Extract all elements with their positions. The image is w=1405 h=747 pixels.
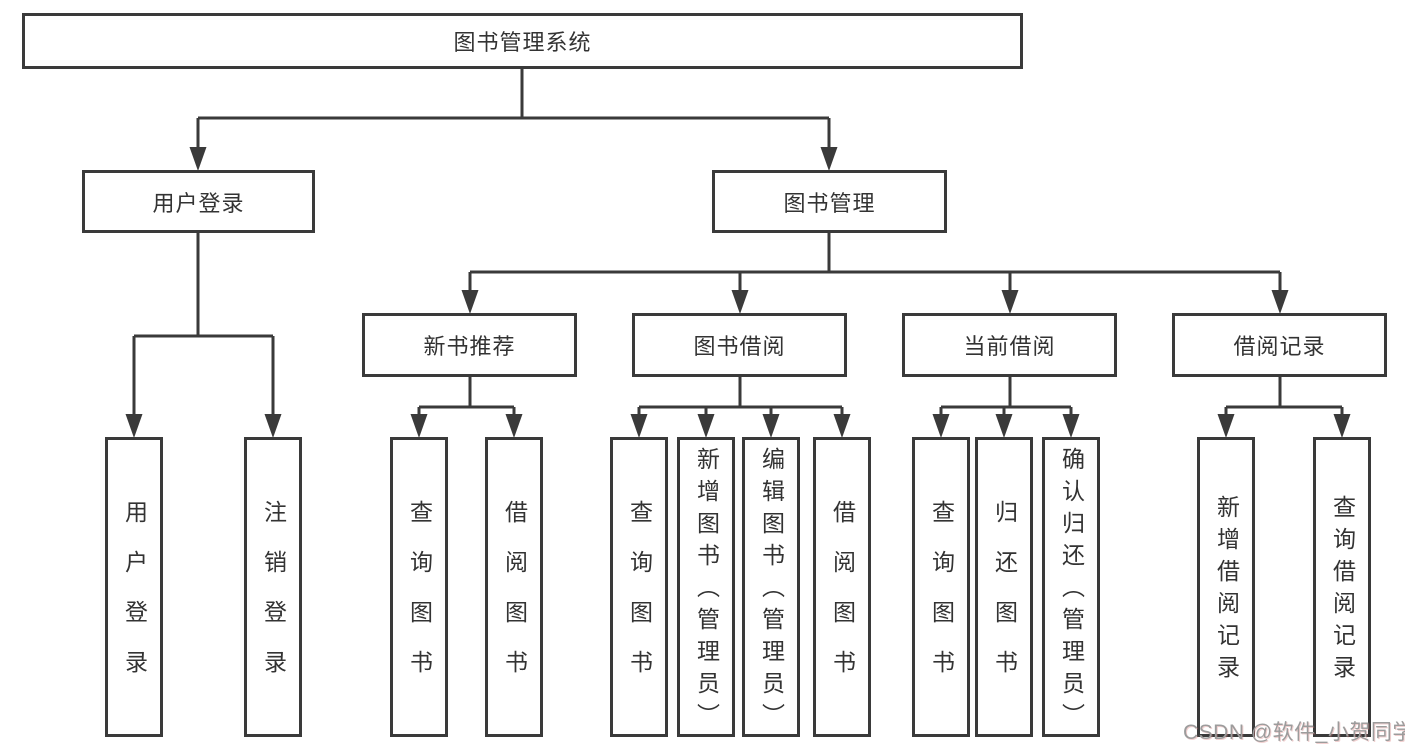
node-search-books-recommend: 查询图书 <box>390 437 448 737</box>
node-edit-books-admin-label: 编辑图书（管理员） <box>758 447 785 735</box>
node-borrow-records: 借阅记录 <box>1172 313 1387 377</box>
node-return-books-label: 归还图书 <box>991 500 1018 700</box>
connector-borrow-records <box>1224 377 1344 416</box>
node-search-books-borrow: 查询图书 <box>610 437 668 737</box>
connector-root <box>196 69 831 150</box>
node-logout-action: 注销登录 <box>244 437 302 737</box>
node-book-management-branch: 图书管理 <box>712 170 947 233</box>
node-search-borrow-record: 查询借阅记录 <box>1313 437 1371 737</box>
node-edit-books-admin: 编辑图书（管理员） <box>742 437 800 737</box>
node-user-login-action-label: 用户登录 <box>121 500 148 700</box>
node-search-books-current-label: 查询图书 <box>928 500 955 700</box>
node-new-book-recommend: 新书推荐 <box>362 313 577 377</box>
node-borrow-books-action-label: 借阅图书 <box>829 500 856 700</box>
node-borrow-books-action: 借阅图书 <box>813 437 871 737</box>
node-search-borrow-record-label: 查询借阅记录 <box>1329 495 1356 687</box>
node-search-books-borrow-label: 查询图书 <box>626 500 653 700</box>
node-root-library-system: 图书管理系统 <box>22 13 1023 69</box>
node-user-login-action: 用户登录 <box>105 437 163 737</box>
node-logout-action-label: 注销登录 <box>260 500 287 700</box>
node-add-books-admin-label: 新增图书（管理员） <box>693 447 720 735</box>
connector-new-books <box>417 377 516 416</box>
node-return-books: 归还图书 <box>975 437 1033 737</box>
node-current-borrow: 当前借阅 <box>902 313 1117 377</box>
node-user-login-branch: 用户登录 <box>82 170 315 233</box>
csdn-watermark: CSDN @软件_小贺同学 <box>1183 721 1405 744</box>
node-add-borrow-record: 新增借阅记录 <box>1197 437 1255 737</box>
connector-user-login <box>132 233 275 416</box>
node-add-borrow-record-label: 新增借阅记录 <box>1213 495 1240 687</box>
node-borrow-books-recommend: 借阅图书 <box>485 437 543 737</box>
node-search-books-current: 查询图书 <box>912 437 970 737</box>
connector-book-borrow <box>637 377 844 416</box>
connector-current-borrow <box>939 377 1073 416</box>
node-borrow-books-recommend-label: 借阅图书 <box>501 500 528 700</box>
node-confirm-return-admin-label: 确认归还（管理员） <box>1058 447 1085 735</box>
node-add-books-admin: 新增图书（管理员） <box>677 437 735 737</box>
node-book-borrow: 图书借阅 <box>632 313 847 377</box>
node-confirm-return-admin: 确认归还（管理员） <box>1042 437 1100 737</box>
node-search-books-recommend-label: 查询图书 <box>406 500 433 700</box>
connector-book-management <box>468 233 1282 291</box>
